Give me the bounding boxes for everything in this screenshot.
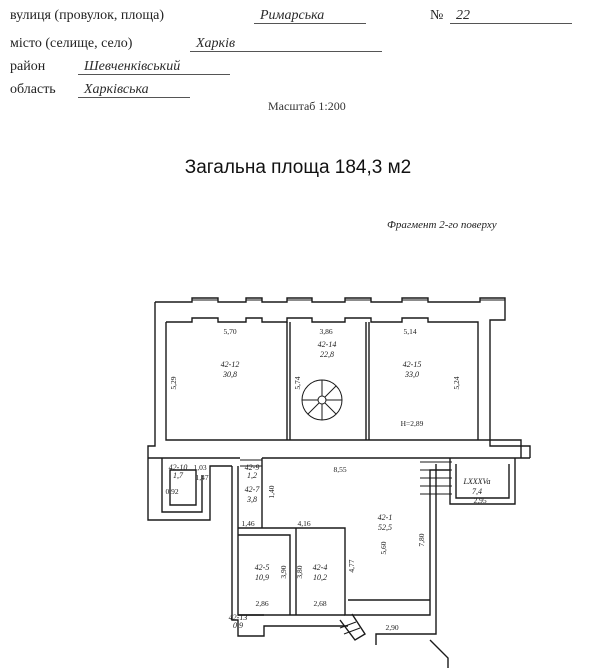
number-label: № bbox=[430, 8, 444, 23]
dim-386: 3,86 bbox=[319, 327, 332, 336]
room-12-area: 30,8 bbox=[222, 370, 237, 379]
room-5-area: 10,9 bbox=[255, 573, 269, 582]
room-12-id: 42-12 bbox=[221, 360, 240, 369]
scale-label: Масштаб 1:200 bbox=[268, 99, 346, 113]
dim-560: 5,60 bbox=[379, 541, 388, 554]
room-9-area: 1,2 bbox=[247, 471, 257, 480]
total-area-title: Загальна площа 184,3 м2 bbox=[184, 157, 412, 178]
corridor-stairs bbox=[240, 459, 452, 635]
dim-380: 3,80 bbox=[295, 565, 304, 578]
room-13-area: 0,9 bbox=[233, 621, 243, 630]
room-15-area: 33,0 bbox=[404, 370, 419, 379]
room-14-id: 42-14 bbox=[318, 340, 337, 349]
room-4-area: 10,2 bbox=[313, 573, 327, 582]
dim-524: 5,24 bbox=[452, 376, 461, 389]
region-value: Харківська bbox=[78, 82, 190, 98]
dim-477: 4,77 bbox=[347, 559, 356, 572]
region-label: область bbox=[10, 82, 56, 97]
dim-529: 5,29 bbox=[169, 376, 178, 389]
district-label: район bbox=[10, 59, 46, 74]
dim-780: 7,80 bbox=[417, 533, 426, 546]
height-label: H=2,89 bbox=[401, 419, 424, 428]
room-4-id: 42-4 bbox=[313, 563, 328, 572]
city-label: місто (селище, село) bbox=[10, 36, 133, 51]
dim-286: 2,86 bbox=[255, 599, 268, 608]
dim-514: 5,14 bbox=[403, 327, 416, 336]
walls bbox=[147, 297, 531, 668]
room-14-area: 22,8 bbox=[320, 350, 334, 359]
street-row: вулиця (провулок, площа) Римарська № 22 bbox=[10, 8, 572, 24]
dim-390: 3,90 bbox=[279, 565, 288, 578]
city-row: місто (селище, село) Харків bbox=[10, 36, 382, 52]
room-lxxxv-area: 7,4 bbox=[472, 487, 482, 496]
room-labels: 42-12 30,8 42-14 22,8 42-15 33,0 42-1 52… bbox=[169, 340, 491, 630]
room-10-id: 42-10 bbox=[169, 463, 188, 472]
room-9-id: 42-9 bbox=[245, 463, 260, 472]
dim-574: 5,74 bbox=[293, 376, 302, 389]
dim-268: 2,68 bbox=[313, 599, 326, 608]
spiral-staircase bbox=[301, 379, 343, 421]
room-15-id: 42-15 bbox=[403, 360, 422, 369]
dim-103: 1,03 bbox=[193, 463, 206, 472]
dim-416: 4,16 bbox=[297, 519, 310, 528]
dim-147: 1,47 bbox=[195, 473, 208, 482]
room-1-area: 52,5 bbox=[378, 523, 392, 532]
dim-295: 2,95 bbox=[473, 496, 486, 505]
dim-290: 2,90 bbox=[385, 623, 398, 632]
number-value: 22 bbox=[450, 8, 572, 24]
dimension-labels: 5,70 3,86 5,14 5,29 5,74 5,24 H=2,89 8,5… bbox=[165, 327, 486, 632]
street-label: вулиця (провулок, площа) bbox=[10, 8, 165, 23]
city-value: Харків bbox=[190, 36, 382, 52]
dim-855: 8,55 bbox=[333, 465, 346, 474]
fragment-label: Фрагмент 2-го поверху bbox=[387, 219, 497, 231]
dim-140: 1,40 bbox=[267, 485, 276, 498]
room-7-id: 42-7 bbox=[245, 485, 261, 494]
district-row: район Шевченківський bbox=[10, 59, 230, 75]
room-7-area: 3,8 bbox=[246, 495, 257, 504]
room-lxxxv-id: LXXXVa bbox=[462, 477, 490, 486]
room-13-id: 42-13 bbox=[229, 613, 248, 622]
dim-092: 0,92 bbox=[165, 487, 178, 496]
street-value: Римарська bbox=[254, 8, 366, 24]
region-row: область Харківська bbox=[10, 82, 190, 98]
dim-570: 5,70 bbox=[223, 327, 236, 336]
room-1-id: 42-1 bbox=[378, 513, 393, 522]
room-10-area: 1,7 bbox=[173, 471, 184, 480]
dim-146: 1,46 bbox=[241, 519, 254, 528]
room-5-id: 42-5 bbox=[255, 563, 270, 572]
district-value: Шевченківський bbox=[78, 59, 230, 75]
